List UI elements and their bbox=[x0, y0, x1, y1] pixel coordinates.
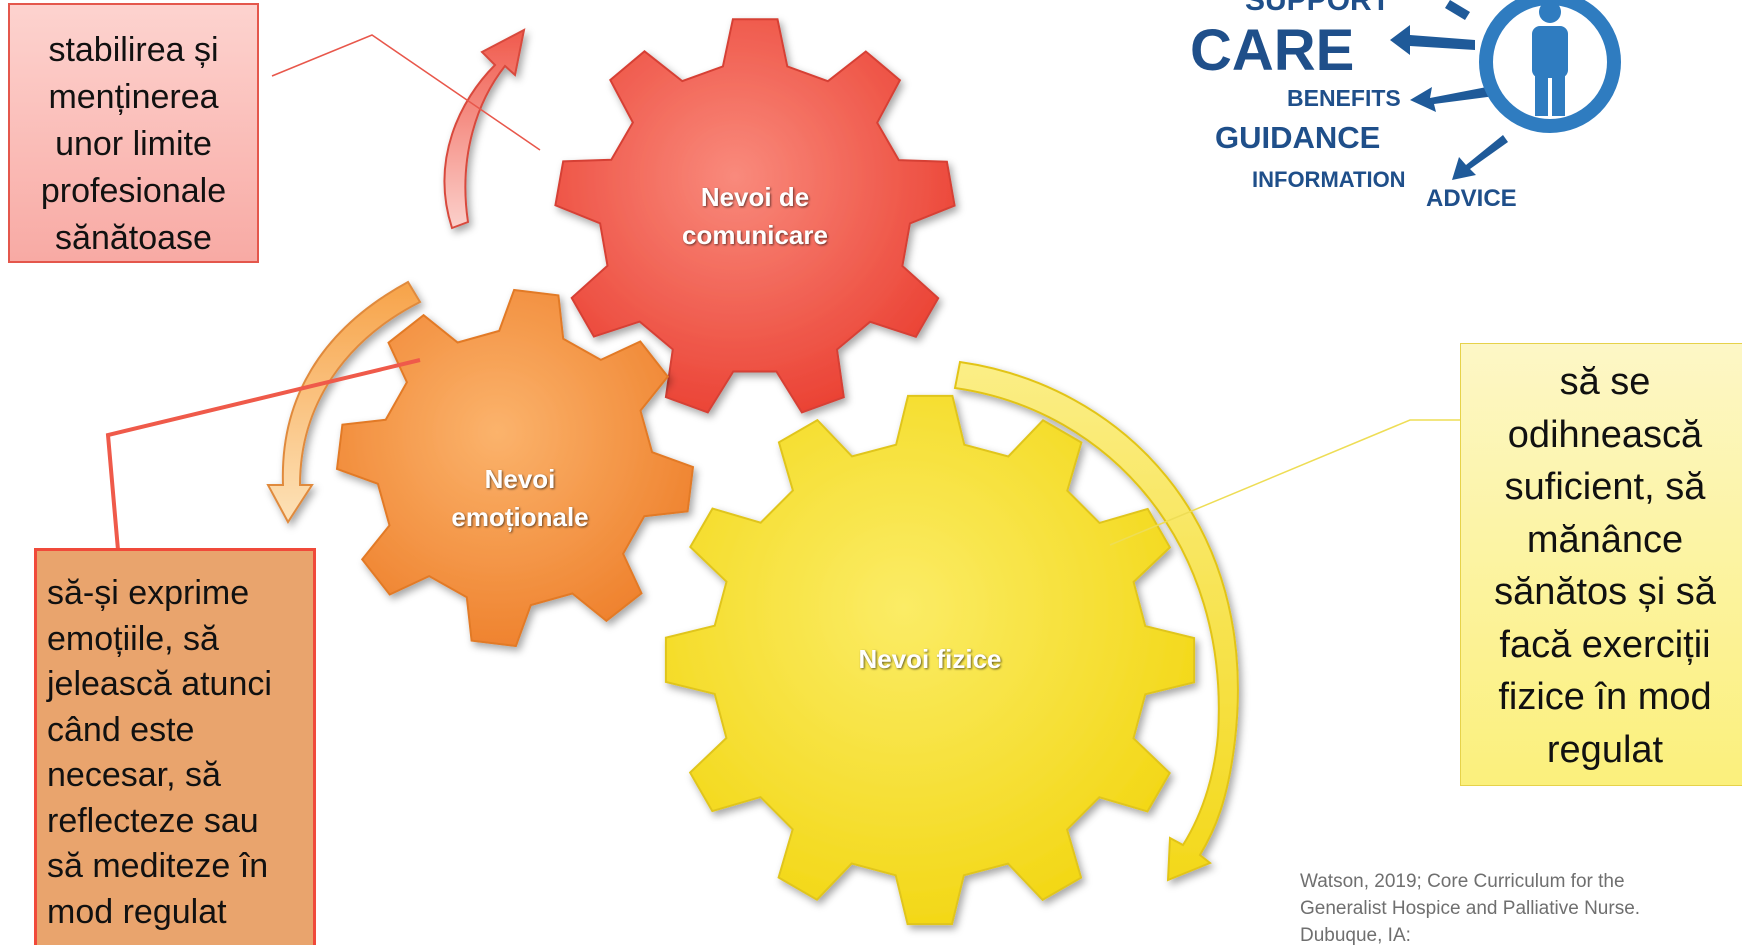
gear-label-communication: Nevoi de comunicare bbox=[640, 178, 870, 254]
callout-line: menținerea bbox=[48, 78, 219, 116]
gear-physical bbox=[664, 394, 1196, 926]
gear-label-communication-line1: Nevoi de bbox=[700, 182, 810, 212]
gear-label-physical: Nevoi fizice bbox=[800, 640, 1060, 678]
callout-line: facă exerciții bbox=[1499, 623, 1711, 666]
callout-line: odihnească bbox=[1507, 413, 1703, 456]
person-icon bbox=[1479, 0, 1621, 133]
citation-line: Dubuque, IA: bbox=[1300, 925, 1411, 946]
callout-line: mănânce bbox=[1526, 518, 1684, 561]
logo-word-information: INFORMATION bbox=[1252, 167, 1406, 192]
callout-line: regulat bbox=[1546, 728, 1664, 771]
citation-line: Watson, 2019; Core Curriculum for the bbox=[1300, 871, 1625, 892]
gear-emotional bbox=[335, 288, 695, 648]
callout-line: unor limite bbox=[55, 125, 212, 163]
callout-communication: stabilirea și menținerea unor limite pro… bbox=[8, 3, 259, 263]
gear-label-communication-line2: comunicare bbox=[682, 220, 828, 250]
logo-word-benefits: BENEFITS bbox=[1287, 85, 1401, 111]
arrow-red-icon bbox=[443, 28, 526, 230]
connector-line-physical bbox=[1109, 419, 1460, 546]
callout-line: necesar, să bbox=[47, 756, 221, 794]
callout-line: sănătoase bbox=[55, 219, 212, 257]
arrow-yellow-icon bbox=[953, 360, 1239, 882]
citation-line: Generalist Hospice and Palliative Nurse. bbox=[1300, 898, 1641, 919]
callout-line: să mediteze în bbox=[47, 847, 269, 885]
callout-line: fizice în mod bbox=[1498, 676, 1712, 718]
arrow-orange-icon bbox=[266, 280, 422, 524]
connector-line-communication bbox=[271, 34, 541, 151]
callout-line: să-și exprime bbox=[47, 574, 250, 612]
callout-line: jelească atunci bbox=[47, 665, 272, 703]
gear-label-emotional: Nevoi emoționale bbox=[400, 460, 640, 536]
callout-physical: să se odihnească suficient, să mănânce s… bbox=[1460, 343, 1742, 786]
connector-line-emotional bbox=[105, 358, 421, 551]
gear-label-emotional-line1: Nevoi bbox=[484, 464, 556, 494]
callout-line: să se bbox=[1559, 361, 1651, 403]
gear-label-emotional-line2: emoționale bbox=[451, 502, 589, 532]
logo-word-support: SUPPORT bbox=[1245, 0, 1390, 17]
logo-word-guidance: GUIDANCE bbox=[1215, 120, 1380, 155]
logo-word-care: CARE bbox=[1190, 18, 1354, 83]
citation: Watson, 2019; Core Curriculum for the Ge… bbox=[1300, 868, 1740, 949]
gear-label-physical-text: Nevoi fizice bbox=[858, 644, 1002, 674]
callout-line: când este bbox=[47, 710, 195, 749]
logo-arrows-icon bbox=[1390, 0, 1508, 180]
callout-line: profesionale bbox=[40, 172, 227, 210]
callout-line: emoțiile, să bbox=[47, 619, 219, 658]
gear-communication bbox=[554, 18, 956, 414]
callout-line: mod regulat bbox=[47, 892, 227, 931]
care-support-logo: SUPPORT CARE BENEFITS GUIDANCE INFORMATI… bbox=[1190, 0, 1621, 212]
callout-line: sănătos și să bbox=[1494, 571, 1716, 613]
logo-word-advice: ADVICE bbox=[1426, 185, 1517, 212]
callout-emotional: să-și exprime emoțiile, să jelească atun… bbox=[34, 548, 316, 945]
callout-line: suficient, să bbox=[1504, 466, 1706, 508]
callout-line: stabilirea și bbox=[48, 31, 219, 69]
callout-line: reflecteze sau bbox=[47, 801, 259, 840]
